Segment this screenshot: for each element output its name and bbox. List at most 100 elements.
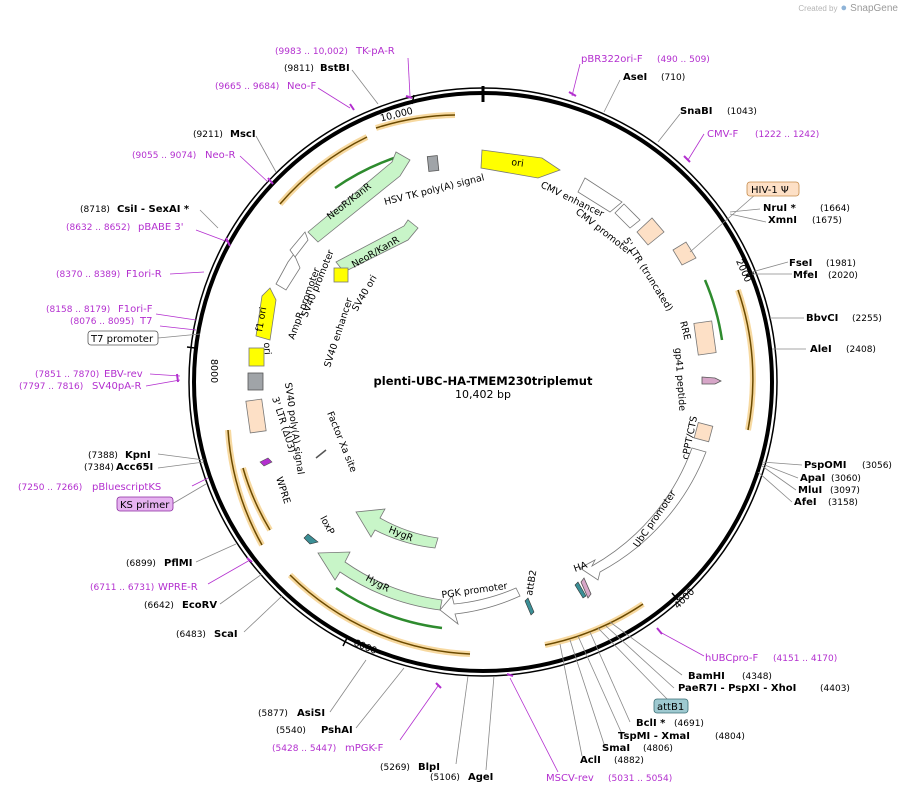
primer-ebv-rev[interactable]: EBV-rev xyxy=(104,369,143,380)
site-msci[interactable]: MscI xyxy=(230,129,256,140)
plasmid-size: 10,402 bp xyxy=(455,388,511,401)
feature-3ltr[interactable] xyxy=(245,398,267,434)
site-fsei[interactable]: FseI xyxy=(789,258,812,269)
site-csii-sexai[interactable]: CsiI - SexAI * xyxy=(117,204,190,215)
primer-wpre-r[interactable]: WPRE-R xyxy=(158,582,198,593)
feature-5ltr-label: 5' LTR (truncated) xyxy=(620,236,674,314)
ks-primer-box[interactable] xyxy=(116,496,174,512)
t7-promoter-box[interactable] xyxy=(87,330,159,346)
site-asei[interactable]: AseI xyxy=(623,72,647,83)
feature-5ltr[interactable] xyxy=(636,217,665,246)
site-agei[interactable]: AgeI xyxy=(468,772,493,783)
site-paer7i-pos: (4403) xyxy=(820,684,850,694)
primer-mpgk-f[interactable]: mPGK-F xyxy=(345,743,384,754)
site-kpni[interactable]: KpnI xyxy=(125,450,151,461)
feature-ampr-promoter[interactable] xyxy=(275,253,301,291)
tick-label-6000: 6000 xyxy=(352,638,379,657)
primer-pbr322ori-f[interactable]: pBR322ori-F xyxy=(581,54,643,65)
site-pshai-pos: (5540) xyxy=(276,726,306,736)
primer-hubcpro-f[interactable]: hUBCpro-F xyxy=(705,653,758,664)
feature-gp41-peptide[interactable] xyxy=(701,376,722,385)
site-xmni[interactable]: XmnI xyxy=(768,215,797,226)
feature-neor-outer[interactable] xyxy=(307,151,411,243)
feature-loxp[interactable] xyxy=(303,533,319,545)
site-bcli[interactable]: BclI * xyxy=(636,718,666,729)
feature-sv40-promoter[interactable] xyxy=(289,231,309,258)
site-bbvci[interactable]: BbvCI xyxy=(806,313,838,324)
t7-promoter-label: T7 promoter xyxy=(90,334,154,345)
site-pshai[interactable]: PshAI xyxy=(321,725,353,736)
feature-cmv-promoter[interactable] xyxy=(614,203,641,229)
site-asisi[interactable]: AsiSI xyxy=(297,708,325,719)
feature-rre[interactable] xyxy=(693,320,717,356)
primer-t7[interactable]: T7 xyxy=(139,316,152,327)
snapgene-logo-icon: ● xyxy=(840,2,848,14)
feature-f1-ori[interactable] xyxy=(255,287,277,341)
feature-sv40-ori-inner[interactable] xyxy=(333,267,349,283)
site-mfei[interactable]: MfeI xyxy=(793,270,818,281)
site-blpi[interactable]: BlpI xyxy=(418,762,440,773)
site-bamhi[interactable]: BamHI xyxy=(688,671,725,682)
feature-attb2-marker[interactable] xyxy=(524,597,535,616)
snapgene-brand-text: SnapGene xyxy=(850,2,898,14)
feature-sv40-polya[interactable] xyxy=(247,372,264,391)
site-nrui-pos: (1664) xyxy=(820,204,850,214)
feature-attb1-marker[interactable] xyxy=(574,581,587,599)
primer-neo-r[interactable]: Neo-R xyxy=(205,150,236,161)
primer-mpgk-f-pos: (5428 .. 5447) xyxy=(272,744,336,754)
primer-pbabe3-pos: (8632 .. 8652) xyxy=(66,223,130,233)
feature-ha[interactable] xyxy=(580,577,592,599)
primer-pbluescriptks[interactable]: pBluescriptKS xyxy=(92,482,161,493)
feature-pgk-promoter[interactable] xyxy=(439,587,521,626)
site-alei[interactable]: AleI xyxy=(810,344,832,355)
primer-f1ori-r[interactable]: F1ori-R xyxy=(126,269,162,280)
site-mlui[interactable]: MluI xyxy=(798,485,822,496)
feature-gp41-label: gp41 peptide xyxy=(672,347,687,411)
site-paer7i-pspxi-xhoi[interactable]: PaeR7I - PspXI - XhoI xyxy=(678,683,796,694)
feature-hygr-inner[interactable] xyxy=(355,508,439,549)
site-ecorv[interactable]: EcoRV xyxy=(182,600,217,611)
orf-arc-4-core xyxy=(544,603,644,646)
site-nrui[interactable]: NruI * xyxy=(763,203,797,214)
site-apai-pos: (3060) xyxy=(831,474,861,484)
site-acc65i-pos: (7384) xyxy=(84,463,114,473)
attb1-box[interactable] xyxy=(653,698,689,714)
site-mfei-pos: (2020) xyxy=(828,271,858,281)
site-snabi[interactable]: SnaBI xyxy=(680,106,712,117)
feature-sv40-ori-left[interactable] xyxy=(248,347,265,367)
orf-arc-7-core xyxy=(242,467,271,531)
primer-neo-f[interactable]: Neo-F xyxy=(287,81,317,92)
primer-mscv-rev[interactable]: MSCV-rev xyxy=(546,773,594,784)
feature-ori-arrow[interactable] xyxy=(480,149,561,179)
feature-cmv-enhancer[interactable] xyxy=(577,177,623,213)
primer-cmv-f[interactable]: CMV-F xyxy=(707,129,738,140)
site-fsei-pos: (1981) xyxy=(826,259,856,269)
feature-hiv-psi[interactable] xyxy=(672,241,697,266)
primer-f1ori-f[interactable]: F1ori-F xyxy=(118,304,153,315)
hiv1-psi-box[interactable] xyxy=(746,181,800,197)
site-scai[interactable]: ScaI xyxy=(214,629,238,640)
site-pflmi[interactable]: PflMI xyxy=(164,558,192,569)
feature-factor-xa-marker[interactable] xyxy=(315,449,327,459)
feature-rre-label: RRE xyxy=(677,320,692,341)
feature-ubc-promoter[interactable] xyxy=(579,447,707,581)
site-apai[interactable]: ApaI xyxy=(800,473,825,484)
site-afei[interactable]: AfeI xyxy=(794,497,817,508)
feature-hsv-tk-polya[interactable] xyxy=(426,155,440,172)
primer-f1ori-f-pos: (8158 .. 8179) xyxy=(46,305,110,315)
primer-sv40pa-r[interactable]: SV40pA-R xyxy=(92,381,141,392)
feature-wpre-marker[interactable] xyxy=(259,457,273,467)
site-acli[interactable]: AclI xyxy=(580,755,601,766)
feature-cppt[interactable] xyxy=(693,421,714,443)
site-smai[interactable]: SmaI xyxy=(602,743,630,754)
site-acc65i[interactable]: Acc65I xyxy=(116,462,153,473)
primer-pbabe3[interactable]: pBABE 3' xyxy=(138,222,184,233)
orf-arc-2-core xyxy=(279,136,368,205)
site-tspmi-xmai[interactable]: TspMI - XmaI xyxy=(618,731,690,742)
feature-ha-label: HA xyxy=(572,560,589,575)
site-bstbi[interactable]: BstBI xyxy=(320,63,350,74)
feature-hygr-outer[interactable] xyxy=(317,551,443,611)
site-psp-omi[interactable]: PspOMI xyxy=(804,460,846,471)
primer-tk-pa-r[interactable]: TK-pA-R xyxy=(355,46,395,57)
